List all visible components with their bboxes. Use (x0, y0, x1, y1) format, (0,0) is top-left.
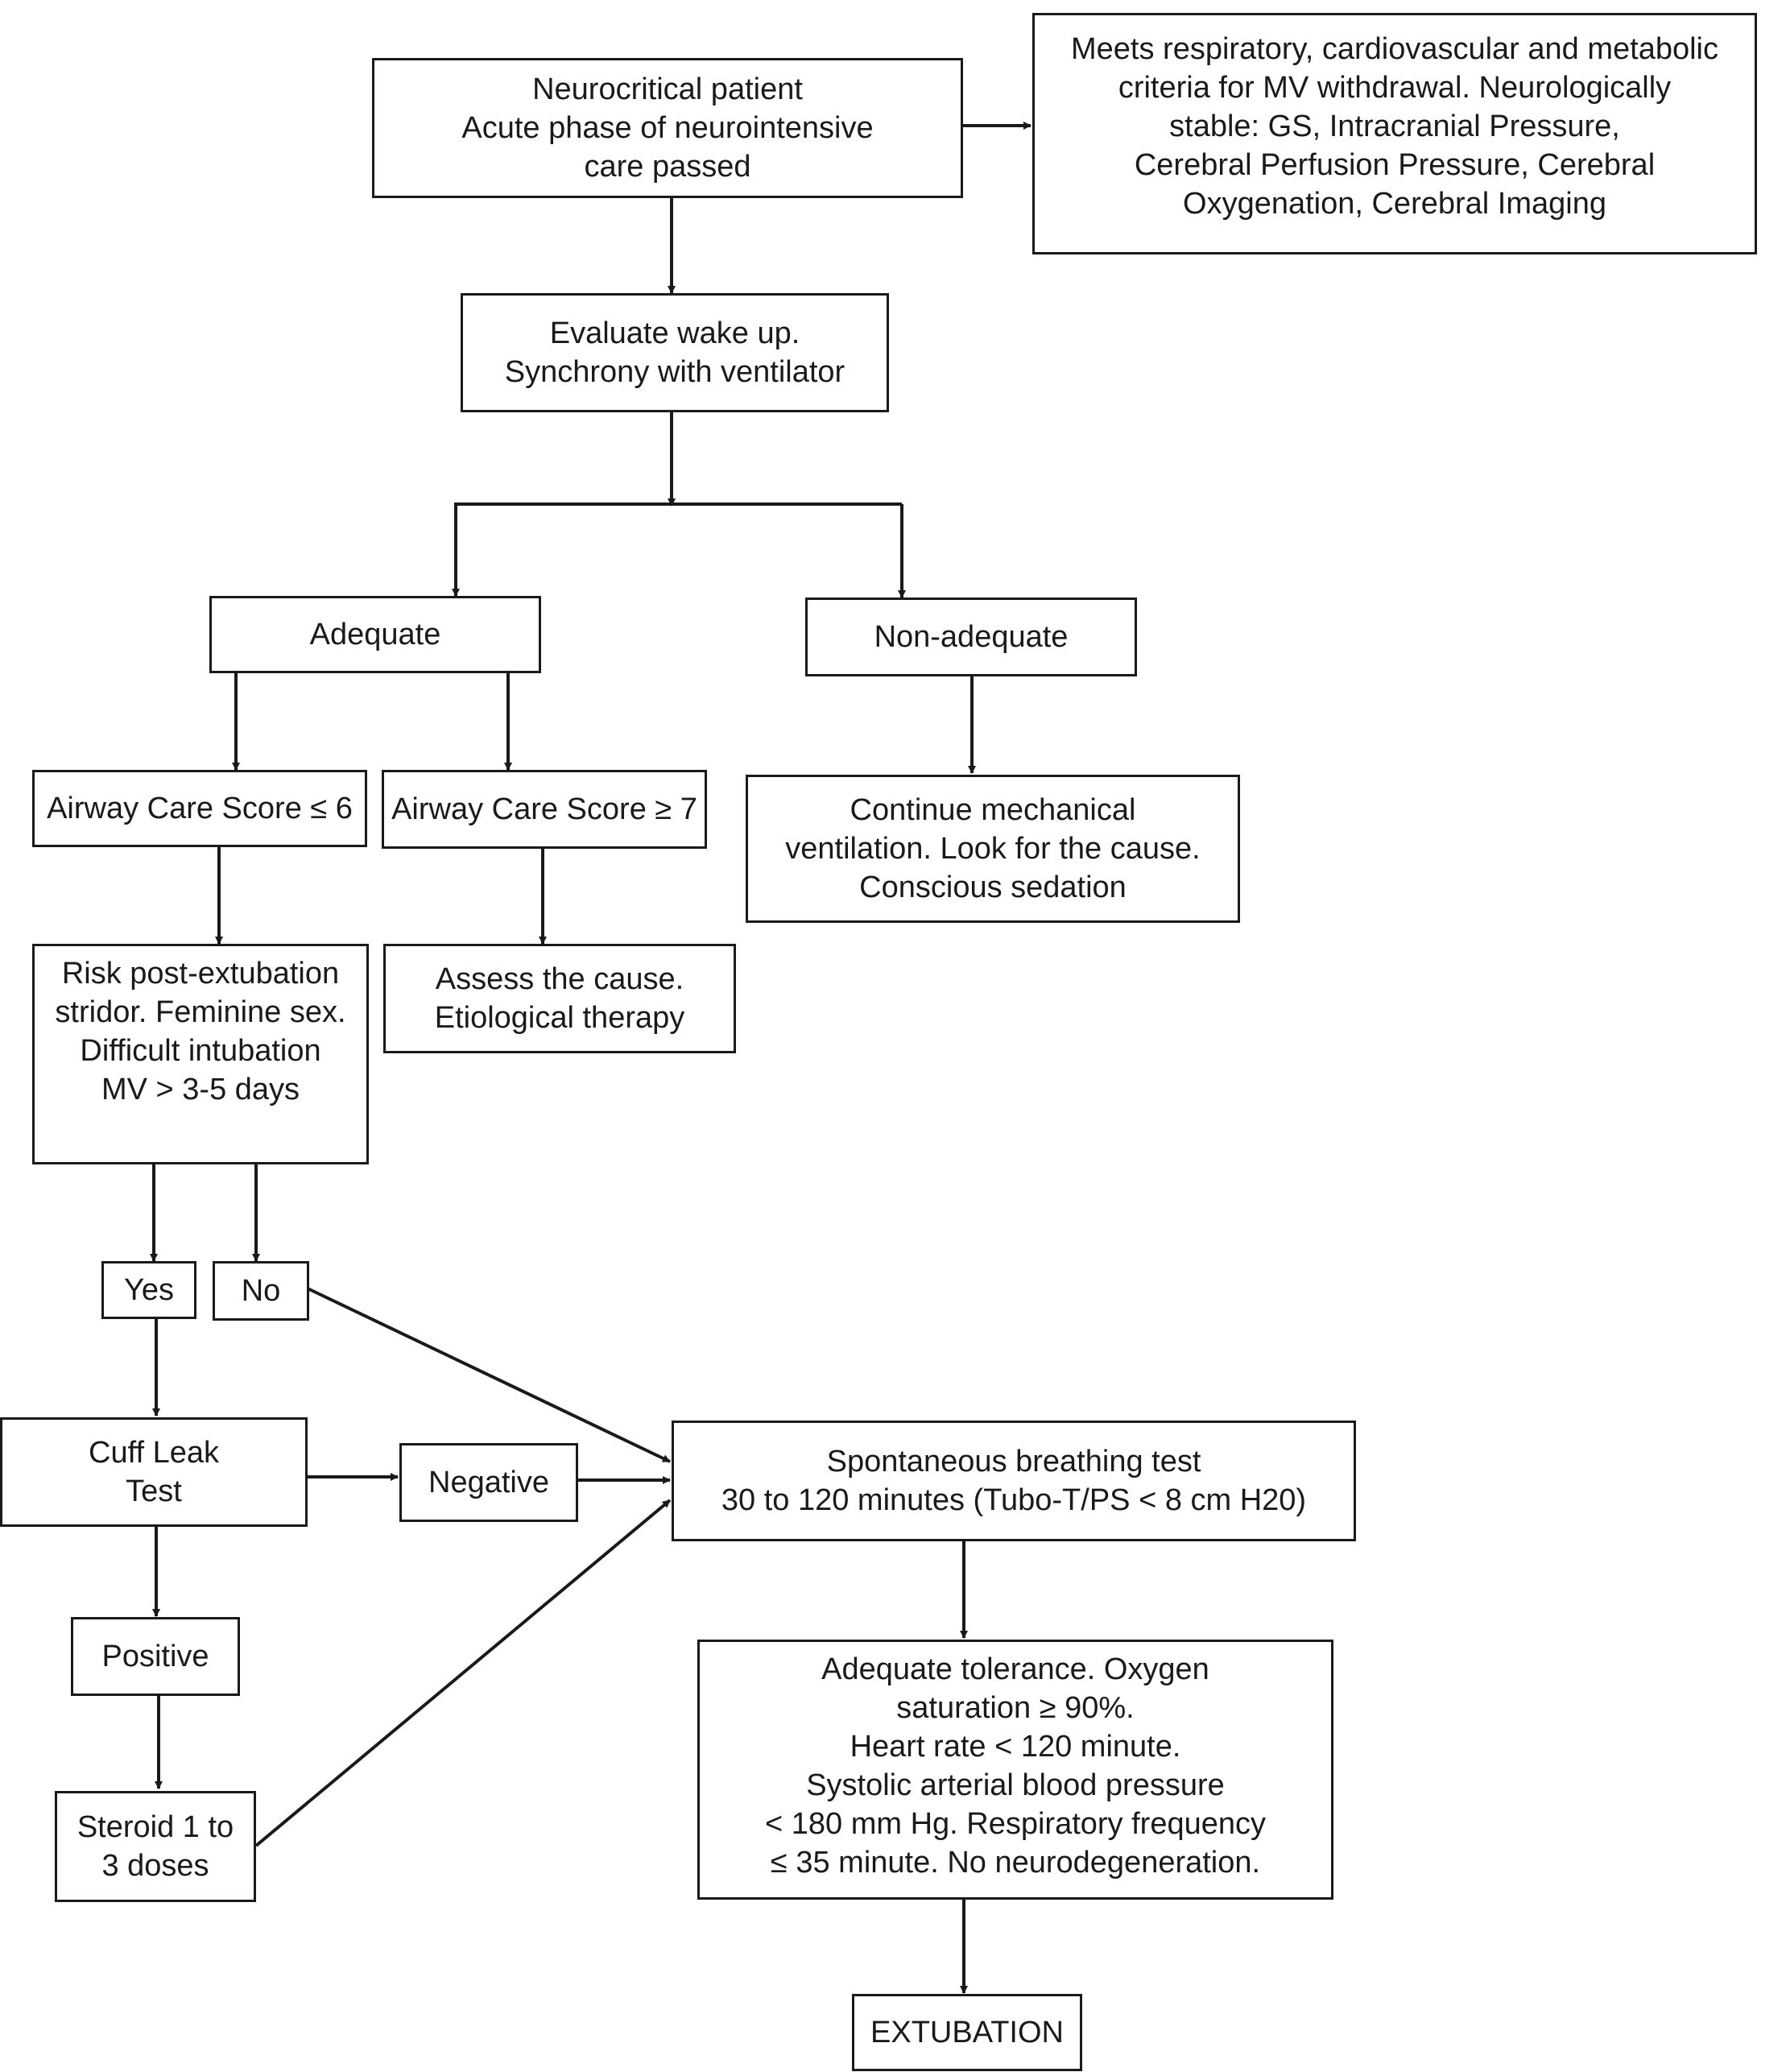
line-3: care passed (584, 150, 751, 184)
line-2: 3 doses (101, 1849, 209, 1883)
line-1: Cuff Leak (89, 1436, 219, 1470)
arrow-no-to-sbt (307, 1287, 671, 1463)
line-1: Evaluate wake up. (549, 316, 800, 350)
node-extubation: EXTUBATION (852, 1994, 1082, 2071)
node-cuff-leak-test: Cuff Leak Test (0, 1417, 308, 1527)
line-4: MV > 3-5 days (101, 1073, 300, 1106)
line-1: Neurocritical patient (532, 72, 803, 106)
line-1: Airway Care Score ≤ 6 (47, 792, 353, 825)
line-2: Test (126, 1474, 182, 1508)
line-3: Heart rate < 120 minute. (850, 1730, 1181, 1764)
line-1: Adequate (309, 618, 441, 651)
line-1: Continue mechanical (850, 793, 1136, 827)
line-1: No (241, 1274, 281, 1308)
line-1: EXTUBATION (870, 2016, 1064, 2049)
line-1: Risk post-extubation (61, 957, 340, 991)
line-1: Meets respiratory, cardiovascular and me… (1071, 32, 1718, 66)
line-1: Spontaneous breathing test (826, 1445, 1201, 1479)
node-mv-withdrawal-criteria: Meets respiratory, cardiovascular and me… (1032, 13, 1757, 254)
line-2: Synchrony with ventilator (504, 355, 845, 389)
node-airway-care-score-le-6: Airway Care Score ≤ 6 (32, 770, 367, 847)
node-airway-care-score-ge-7: Airway Care Score ≥ 7 (382, 770, 707, 849)
node-risk-post-extubation-stridor: Risk post-extubation stridor. Feminine s… (32, 944, 369, 1164)
line-3: stable: GS, Intracranial Pressure, (1169, 110, 1620, 143)
line-1: Non-adequate (874, 620, 1069, 654)
line-2: saturation ≥ 90%. (896, 1691, 1135, 1725)
line-1: Assess the cause. (435, 962, 684, 996)
node-assess-the-cause: Assess the cause. Etiological therapy (383, 944, 736, 1053)
line-2: Acute phase of neurointensive (461, 111, 874, 145)
line-1: Yes (124, 1273, 174, 1307)
line-3: Conscious sedation (859, 871, 1127, 904)
line-1: Steroid 1 to (76, 1810, 234, 1844)
node-non-adequate: Non-adequate (805, 598, 1137, 676)
line-3: Difficult intubation (80, 1034, 321, 1068)
node-evaluate-wake-up: Evaluate wake up. Synchrony with ventila… (461, 293, 889, 412)
node-yes: Yes (101, 1261, 196, 1319)
line-1: Positive (101, 1640, 209, 1673)
node-adequate-tolerance: Adequate tolerance. Oxygen saturation ≥ … (697, 1640, 1333, 1900)
line-1: Adequate tolerance. Oxygen (821, 1652, 1209, 1686)
node-continue-mechanical-ventilation: Continue mechanical ventilation. Look fo… (746, 775, 1240, 923)
arrow-steroid-to-sbt (254, 1499, 672, 1847)
line-2: Etiological therapy (434, 1001, 685, 1035)
line-5: < 180 mm Hg. Respiratory frequency (765, 1807, 1266, 1841)
node-adequate: Adequate (209, 596, 541, 673)
line-6: ≤ 35 minute. No neurodegeneration. (770, 1846, 1261, 1880)
line-4: Cerebral Perfusion Pressure, Cerebral (1134, 148, 1656, 182)
node-spontaneous-breathing-test: Spontaneous breathing test 30 to 120 min… (672, 1421, 1356, 1541)
node-no: No (213, 1261, 309, 1321)
node-neurocritical-patient: Neurocritical patient Acute phase of neu… (372, 58, 963, 198)
node-negative: Negative (399, 1443, 578, 1522)
line-2: criteria for MV withdrawal. Neurological… (1118, 71, 1672, 105)
line-4: Systolic arterial blood pressure (806, 1768, 1225, 1802)
line-1: Airway Care Score ≥ 7 (391, 792, 697, 826)
line-5: Oxygenation, Cerebral Imaging (1183, 187, 1606, 221)
node-steroid-doses: Steroid 1 to 3 doses (55, 1791, 256, 1902)
line-2: 30 to 120 minutes (Tubo-T/PS < 8 cm H20) (721, 1483, 1307, 1517)
node-positive: Positive (71, 1617, 240, 1696)
line-2: ventilation. Look for the cause. (785, 832, 1201, 866)
line-1: Negative (428, 1466, 549, 1499)
line-2: stridor. Feminine sex. (55, 995, 346, 1029)
